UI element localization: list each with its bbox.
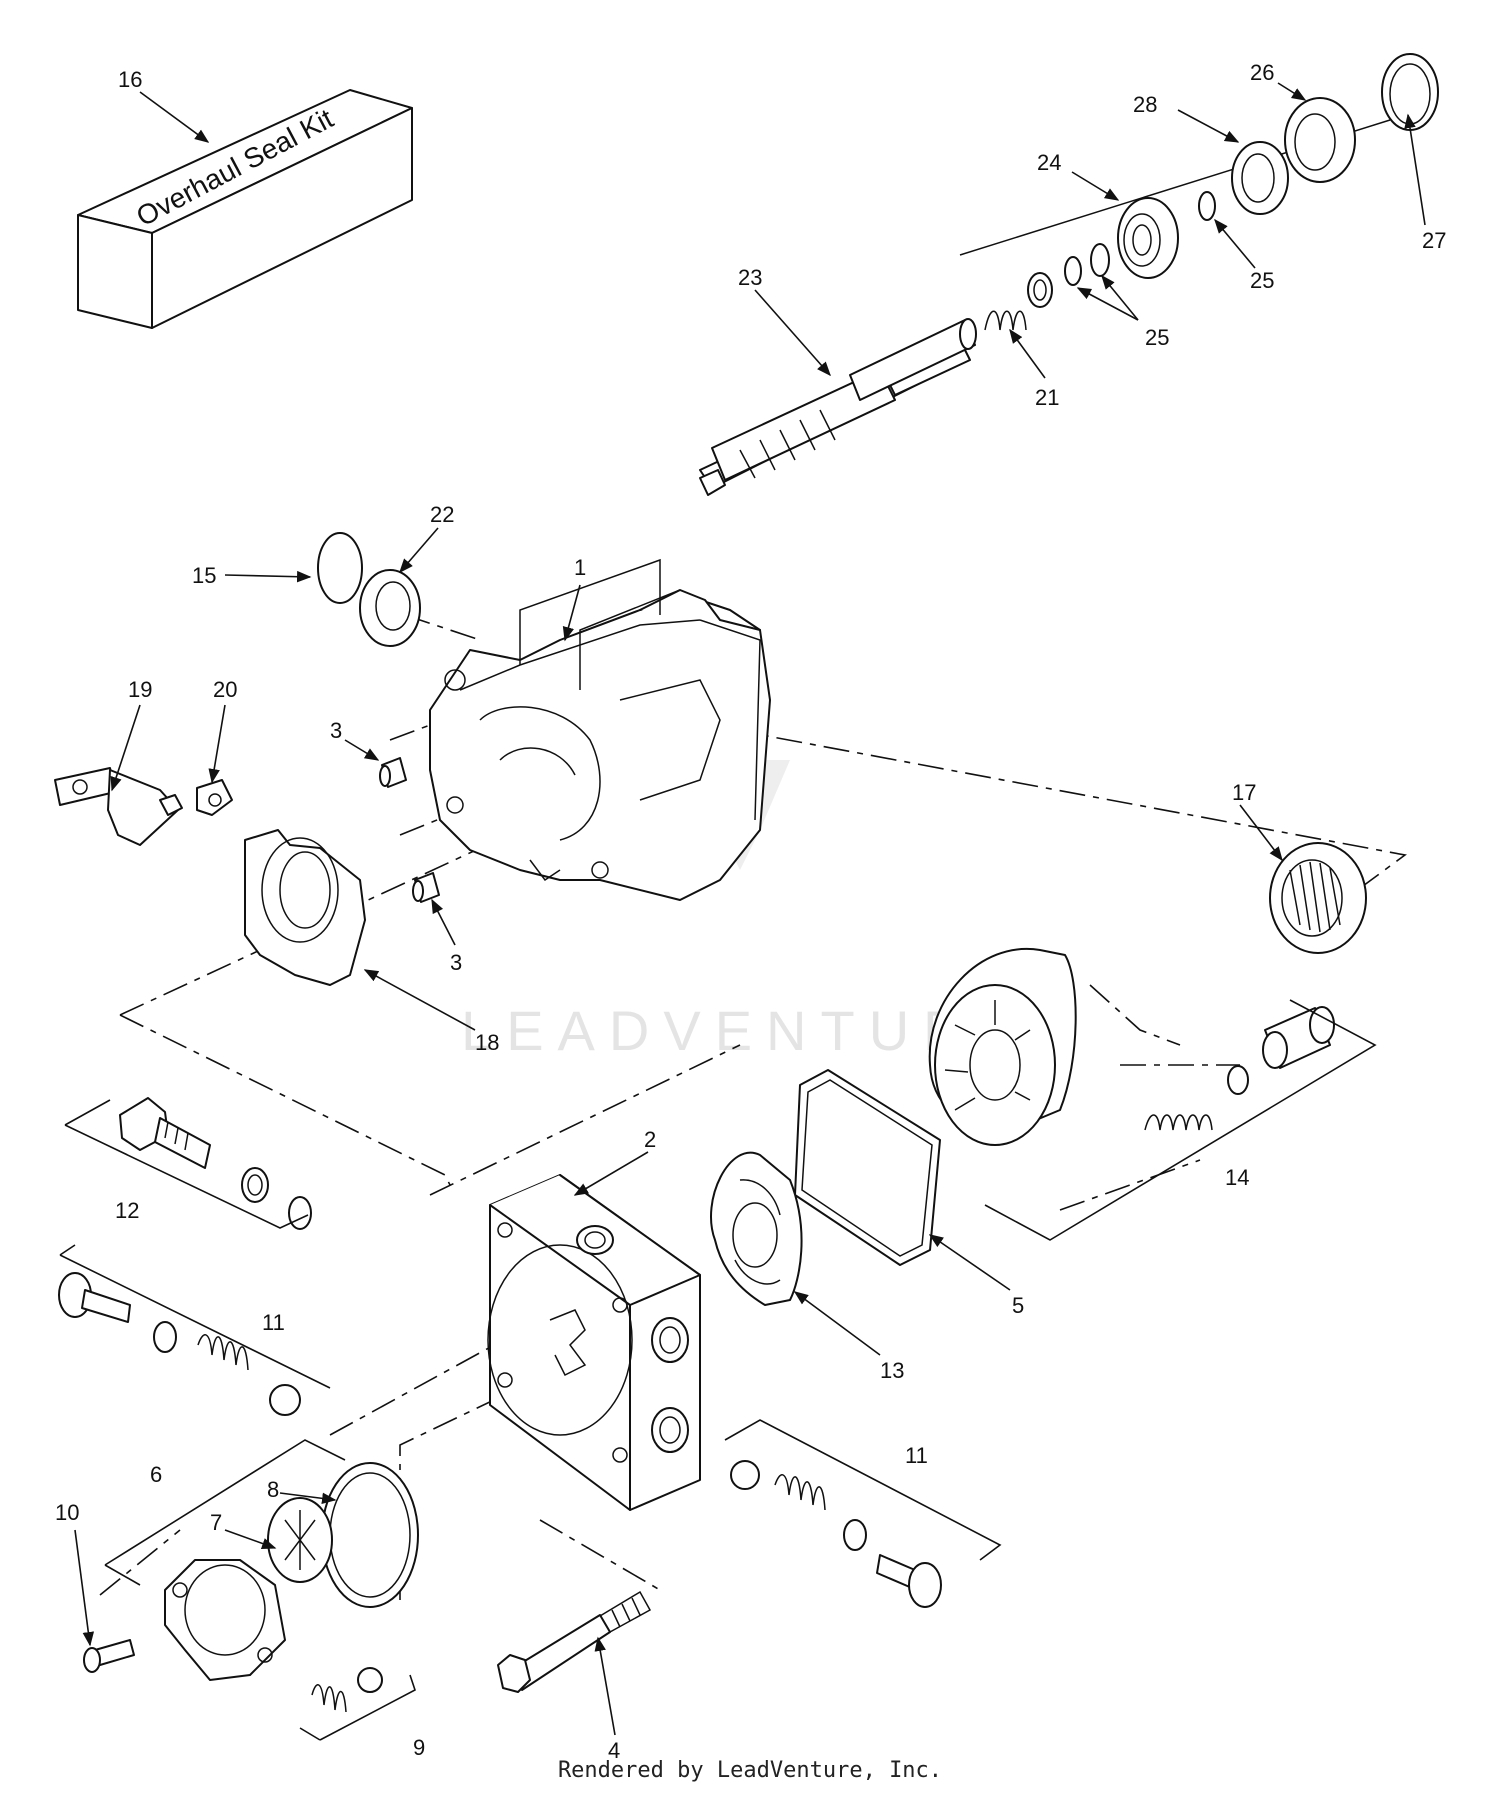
callout-21: 21 [1035,385,1059,410]
end-cap [487,1174,701,1511]
callout-23: 23 [738,265,762,290]
callout-8: 8 [267,1477,279,1502]
callout-7: 7 [210,1510,222,1535]
cylinder-block-kit [928,947,1335,1146]
callout-4: 4 [608,1738,620,1763]
callout-28: 28 [1133,92,1157,117]
callout-27: 27 [1422,228,1446,253]
roller-bearing [1269,842,1367,954]
callout-24: 24 [1037,150,1061,175]
callout-2: 2 [644,1127,656,1152]
overhaul-seal-kit-box: Overhaul Seal Kit [77,89,413,329]
check-valve-lower [730,1460,942,1608]
callout-labels: 16 26 28 24 27 25 25 23 21 22 1 15 19 20… [55,60,1446,1763]
check-valve-upper [58,1272,301,1416]
leader-lines [74,82,1426,1736]
callout-5: 5 [1012,1293,1024,1318]
render-credit-footer: Rendered by LeadVenture, Inc. [557,1758,943,1783]
dowel-pins [379,757,440,903]
callout-26: 26 [1250,60,1274,85]
callout-11-upper: 11 [262,1310,285,1335]
callout-3-upper: 3 [330,718,342,743]
bypass-valve [119,1097,312,1230]
callout-15: 15 [192,563,216,588]
shaft-seal-and-ring [317,532,421,647]
callout-11-lower: 11 [905,1443,928,1468]
control-linkage [54,767,366,986]
callout-10: 10 [55,1500,79,1525]
callout-17: 17 [1232,780,1256,805]
callout-22: 22 [430,502,454,527]
callout-18: 18 [475,1030,499,1055]
callout-9: 9 [413,1735,425,1760]
callout-14: 14 [1225,1165,1249,1190]
callout-1: 1 [574,555,586,580]
cap-screw [497,1590,652,1693]
input-shaft-assembly [699,53,1439,496]
callout-16: 16 [118,67,142,92]
callout-25-outer: 25 [1250,268,1274,293]
pump-housing [429,558,771,901]
callout-19: 19 [128,677,152,702]
callout-20: 20 [213,677,237,702]
watermark-text: LEADVENTURE [461,999,1029,1062]
callout-13: 13 [880,1358,904,1383]
callout-3-lower: 3 [450,950,462,975]
valve-plate [710,1151,803,1306]
kit-brackets [59,999,1377,1741]
charge-pump-assembly [83,1462,419,1713]
end-cap-gasket [794,1069,941,1266]
callout-12: 12 [115,1198,139,1223]
callout-6: 6 [150,1462,162,1487]
callout-25-inner: 25 [1145,325,1169,350]
